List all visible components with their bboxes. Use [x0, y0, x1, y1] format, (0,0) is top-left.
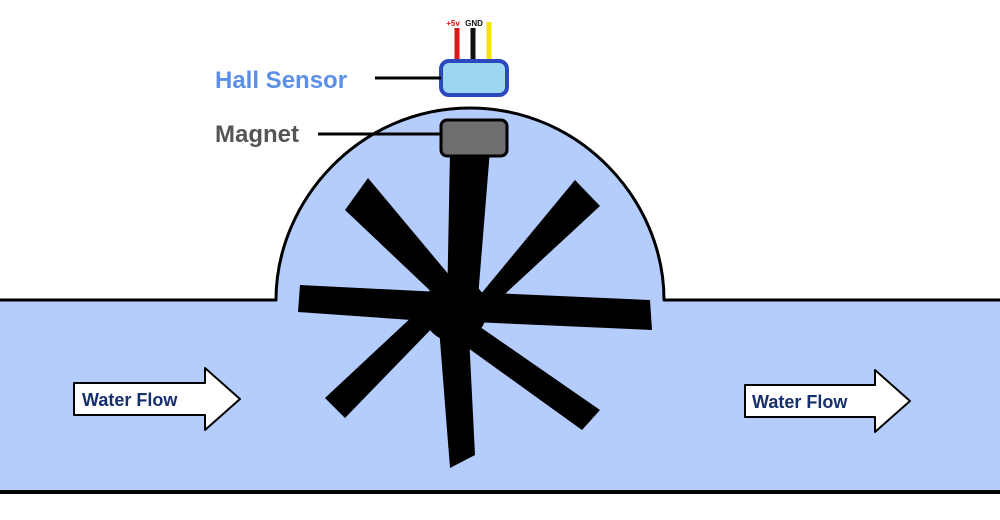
- flow-arrow-left: Water Flow: [73, 367, 241, 431]
- flow-arrow-right: Water Flow: [744, 369, 911, 433]
- rotor-blade: [447, 150, 490, 310]
- hall-sensor-label: Hall Sensor: [215, 67, 347, 94]
- arrow-right-icon: [73, 367, 241, 431]
- magnet: [439, 118, 509, 158]
- pin-label-vcc: +5v: [446, 19, 460, 28]
- rotor-blade: [345, 178, 470, 300]
- hall-sensor: [439, 59, 509, 97]
- rotor: [298, 150, 652, 468]
- flow-label-left: Water Flow: [82, 390, 178, 410]
- arrow-right-icon: [744, 369, 911, 433]
- rotor-blade: [438, 315, 475, 468]
- pin-label-gnd: GND: [465, 19, 483, 28]
- rotor-blade: [325, 300, 440, 418]
- pipe-top-wall: [0, 106, 1000, 302]
- magnet-label: Magnet: [215, 121, 299, 148]
- rotor-blade: [298, 285, 440, 322]
- flow-label-right: Water Flow: [752, 392, 848, 412]
- rotor-blade: [450, 320, 600, 430]
- rotor-blade: [466, 180, 600, 330]
- rotor-blade: [470, 292, 652, 330]
